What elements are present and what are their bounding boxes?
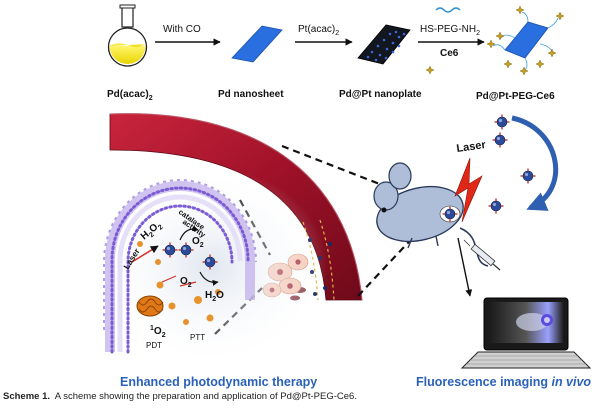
svg-text:H2O2: H2O2 <box>139 219 165 244</box>
monitor-icon <box>460 297 592 369</box>
figure-caption: Scheme 1. A scheme showing the preparati… <box>3 391 357 402</box>
svg-text:H2O: H2O <box>205 290 224 303</box>
laser-bolt-icon <box>454 157 483 223</box>
nanoparticle-icon <box>487 197 505 215</box>
flask-label: Pd(acac)2 <box>107 89 153 102</box>
step2-label: Pt(acac)2 <box>298 24 339 37</box>
nanoparticle-icon <box>491 131 509 149</box>
svg-text:O2: O2 <box>180 276 192 289</box>
nanosheet-icon <box>231 25 283 63</box>
syringe-icon <box>463 239 501 271</box>
mitochondria-icon <box>136 295 164 317</box>
right-laser-label: Laser <box>456 139 487 155</box>
laser-arrow <box>131 245 159 263</box>
step1-label: With CO <box>163 24 201 35</box>
nanoparticle-icon <box>493 113 511 131</box>
right-panel-title: Fluorescence imaging in vivo <box>416 375 591 389</box>
nanoplate-icon <box>357 24 411 65</box>
caption-text: A scheme showing the preparation and app… <box>54 391 357 402</box>
ce6-molecule-icon <box>425 65 435 75</box>
left-panel-title: Enhanced photodynamic therapy <box>120 375 317 389</box>
nanoplate-label: Pd@Pt nanoplate <box>339 89 422 100</box>
svg-text:O2: O2 <box>192 236 204 249</box>
peg-chain-icon <box>435 7 461 13</box>
synthesis-row: Pd(acac)2 With CO Pd nanosheet Pt(acac)2… <box>107 4 565 102</box>
nanosheet-label: Pd nanosheet <box>218 89 284 100</box>
injection-cycle <box>487 113 559 215</box>
svg-text:PTT: PTT <box>190 333 205 342</box>
product-label: Pd@Pt-PEG-Ce6 <box>476 91 555 102</box>
scheme-diagram: Pd(acac)2 With CO Pd nanosheet Pt(acac)2… <box>92 4 592 389</box>
svg-text:1O2: 1O2 <box>150 325 166 339</box>
nanoparticle-icon <box>519 167 537 185</box>
step3-ce6: Ce6 <box>440 48 459 59</box>
imaging-arrow <box>457 237 473 297</box>
product-particle-icon <box>486 5 565 76</box>
cytoplasm-contents <box>131 225 221 325</box>
mouse-icon <box>373 162 489 267</box>
caption-label: Scheme 1. <box>3 391 50 402</box>
svg-text:PDT: PDT <box>146 341 162 350</box>
flask-icon <box>107 4 148 67</box>
step3-reagent: HS-PEG-NH2 <box>420 24 480 37</box>
